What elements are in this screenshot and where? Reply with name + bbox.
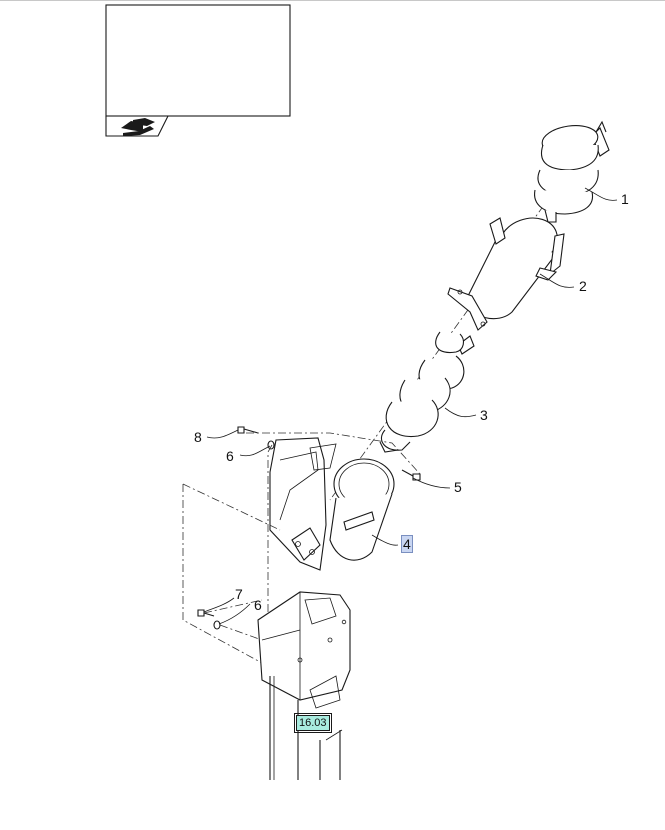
callout-6-lower[interactable]: 6 [254,597,262,613]
callout-5[interactable]: 5 [454,479,462,495]
callout-4-highlighted[interactable]: 4 [401,535,413,553]
part-2-tube[interactable] [447,210,565,331]
book-hand-icon [121,118,155,136]
callout-1[interactable]: 1 [621,191,629,207]
thumbnail-frame[interactable] [105,4,291,137]
section-reference-link[interactable]: 16.03 [294,713,332,733]
callout-2[interactable]: 2 [579,278,587,294]
leader-lines [203,187,618,625]
lower-frame [257,591,351,780]
callout-8[interactable]: 8 [194,429,202,445]
callout-3[interactable]: 3 [480,407,488,423]
part-6-nut-upper[interactable] [267,440,275,450]
part-6-nut-lower[interactable] [213,620,221,630]
callout-6-upper[interactable]: 6 [226,448,234,464]
part-4-housing[interactable] [269,437,395,571]
part-7-bolt[interactable] [197,609,215,617]
callout-7[interactable]: 7 [235,586,243,602]
part-1-top-auger[interactable] [534,120,610,223]
part-3-lower-auger[interactable] [379,331,475,453]
top-divider [0,0,665,1]
part-8-bolt[interactable] [237,426,259,434]
part-5-bolt[interactable] [401,469,421,481]
